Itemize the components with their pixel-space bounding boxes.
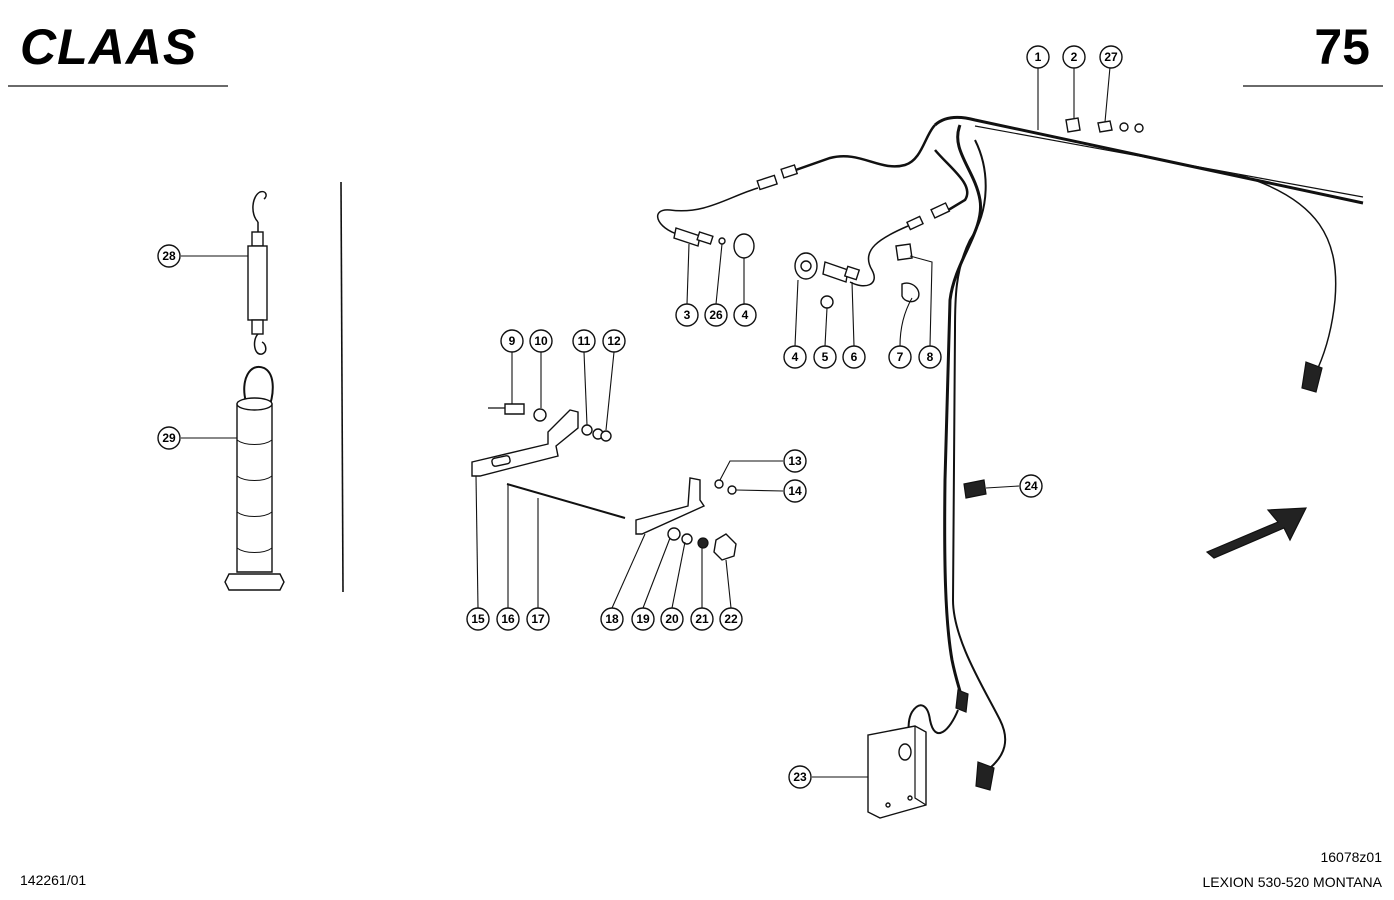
svg-text:16: 16 [501, 612, 515, 626]
callout-26: 26 [704, 303, 728, 327]
callout-5: 5 [813, 345, 837, 369]
svg-text:24: 24 [1024, 479, 1038, 493]
svg-text:29: 29 [162, 431, 176, 445]
callout-21: 21 [690, 607, 714, 631]
callout-20: 20 [660, 607, 684, 631]
svg-text:26: 26 [709, 308, 723, 322]
svg-text:15: 15 [471, 612, 485, 626]
callout-22: 22 [719, 607, 743, 631]
part-23-control-box [867, 725, 927, 819]
callout-29: 29 [157, 426, 181, 450]
svg-text:3: 3 [684, 308, 691, 322]
brand-logo: CLAAS [20, 19, 197, 75]
bracket-assembly [471, 403, 737, 561]
part-28-gas-spring [247, 190, 268, 355]
sensor-assembly-lower [794, 252, 861, 309]
svg-text:14: 14 [788, 484, 802, 498]
callout-18: 18 [600, 607, 624, 631]
svg-text:18: 18 [605, 612, 619, 626]
callout-24: 24 [1019, 474, 1043, 498]
svg-text:4: 4 [792, 350, 799, 364]
callout-2: 2 [1062, 45, 1086, 69]
svg-text:10: 10 [534, 334, 548, 348]
svg-text:13: 13 [788, 454, 802, 468]
callout-6: 6 [842, 345, 866, 369]
callout-3: 3 [675, 303, 699, 327]
footer-left-code: 142261/01 [20, 872, 86, 888]
svg-text:23: 23 [793, 770, 807, 784]
svg-text:7: 7 [897, 350, 904, 364]
callout-15: 15 [466, 607, 490, 631]
svg-text:22: 22 [724, 612, 738, 626]
footer-drawing-code: 16078z01 [1320, 849, 1382, 865]
callout-11: 11 [572, 329, 596, 353]
sensor-assembly-upper [673, 227, 755, 259]
svg-text:21: 21 [695, 612, 709, 626]
svg-text:2: 2 [1071, 50, 1078, 64]
svg-text:11: 11 [578, 334, 591, 348]
parts-2-27-hardware [1065, 117, 1144, 133]
callout-1: 1 [1026, 45, 1050, 69]
svg-text:4: 4 [742, 308, 749, 322]
svg-text:17: 17 [531, 612, 545, 626]
callout-7: 7 [888, 345, 912, 369]
svg-text:8: 8 [927, 350, 934, 364]
footer-model: LEXION 530-520 MONTANA [1203, 874, 1383, 890]
svg-text:27: 27 [1104, 50, 1118, 64]
callout-10: 10 [529, 329, 553, 353]
callout-4-lower: 4 [783, 345, 807, 369]
svg-text:5: 5 [822, 350, 829, 364]
callout-19: 19 [631, 607, 655, 631]
callout-23: 23 [788, 765, 812, 789]
wiring-harness [656, 115, 1364, 791]
part-29-tube [224, 365, 285, 591]
callout-16: 16 [496, 607, 520, 631]
callout-8: 8 [918, 345, 942, 369]
callout-12: 12 [602, 329, 626, 353]
svg-text:6: 6 [851, 350, 858, 364]
svg-text:20: 20 [665, 612, 679, 626]
svg-text:19: 19 [636, 612, 650, 626]
callout-9: 9 [500, 329, 524, 353]
leader-lines [181, 66, 1111, 778]
svg-text:9: 9 [509, 334, 516, 348]
svg-text:1: 1 [1035, 50, 1042, 64]
svg-text:12: 12 [607, 334, 621, 348]
page-number: 75 [1314, 19, 1370, 75]
callout-13: 13 [783, 449, 807, 473]
callout-28: 28 [157, 244, 181, 268]
direction-arrow [1205, 507, 1307, 559]
callout-14: 14 [783, 479, 807, 503]
parts-7-8-clips [895, 243, 920, 303]
callout-4-upper: 4 [733, 303, 757, 327]
panel-divider [340, 181, 344, 593]
callout-17: 17 [526, 607, 550, 631]
callout-27: 27 [1099, 45, 1123, 69]
svg-text:28: 28 [162, 249, 176, 263]
